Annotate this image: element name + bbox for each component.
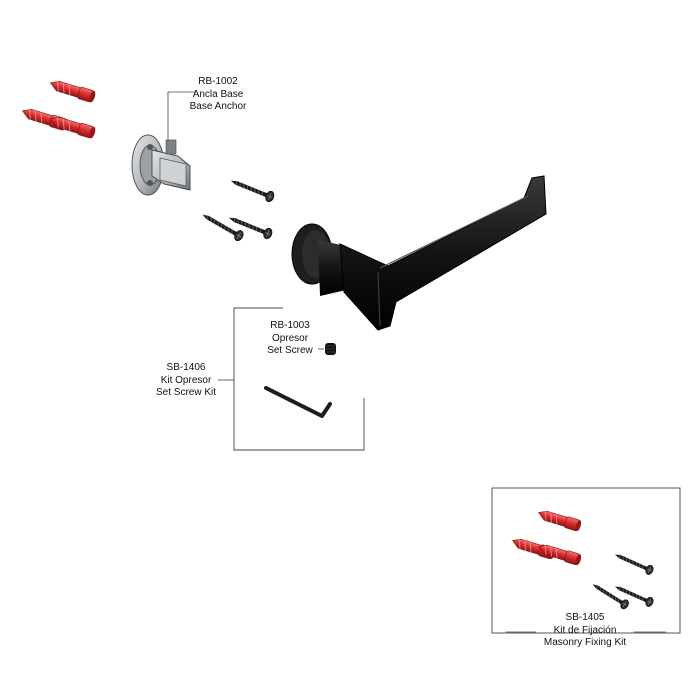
- wood-screw-icon: [228, 175, 276, 204]
- wall-plugs-loose: [19, 77, 97, 140]
- part-name-es: Ancla Base: [192, 88, 244, 100]
- callout-set-screw-kit: SB-1406 Kit Opresor Set Screw Kit: [146, 362, 226, 400]
- part-name-en: Set Screw: [267, 345, 313, 356]
- wood-screw-icon: [226, 212, 274, 241]
- red-wall-plug-icon: [536, 507, 583, 533]
- part-name-es: Opresor: [271, 332, 309, 344]
- wood-screw-icon: [612, 581, 656, 609]
- part-name-en: Masonry Fixing Kit: [543, 637, 627, 648]
- set-screw-icon: [325, 343, 336, 355]
- part-code: RB-1003: [270, 320, 310, 331]
- part-name-es: Kit Opresor: [160, 374, 212, 386]
- callout-set-screw: RB-1003 Opresor Set Screw: [255, 320, 325, 358]
- red-wall-plug-icon: [47, 77, 97, 104]
- wood-screw-icon: [199, 209, 246, 243]
- allen-key-icon: [264, 386, 332, 418]
- callout-base-anchor: RB-1002 Ancla Base Base Anchor: [178, 76, 258, 114]
- kit-bracket-sb1406: [233, 307, 365, 451]
- part-code: RB-1002: [198, 76, 238, 87]
- part-name-en: Base Anchor: [189, 101, 247, 112]
- wood-screw-icon: [612, 549, 656, 577]
- lever-handle-icon: [291, 175, 547, 331]
- part-code: SB-1405: [565, 612, 605, 623]
- screws-group: [199, 175, 276, 243]
- kit-contents-sb1405: [510, 507, 656, 611]
- part-code: SB-1406: [166, 362, 206, 373]
- kit-box-sb1405: [491, 487, 681, 634]
- part-name-en: Set Screw Kit: [155, 387, 217, 398]
- part-name-es: Kit de Fijación: [553, 624, 617, 636]
- base-anchor-icon: [131, 134, 191, 196]
- wood-screw-icon: [589, 579, 631, 611]
- callout-masonry-fixing-kit: SB-1405 Kit de Fijación Masonry Fixing K…: [530, 612, 640, 650]
- leader-line-rb1002: [167, 91, 196, 140]
